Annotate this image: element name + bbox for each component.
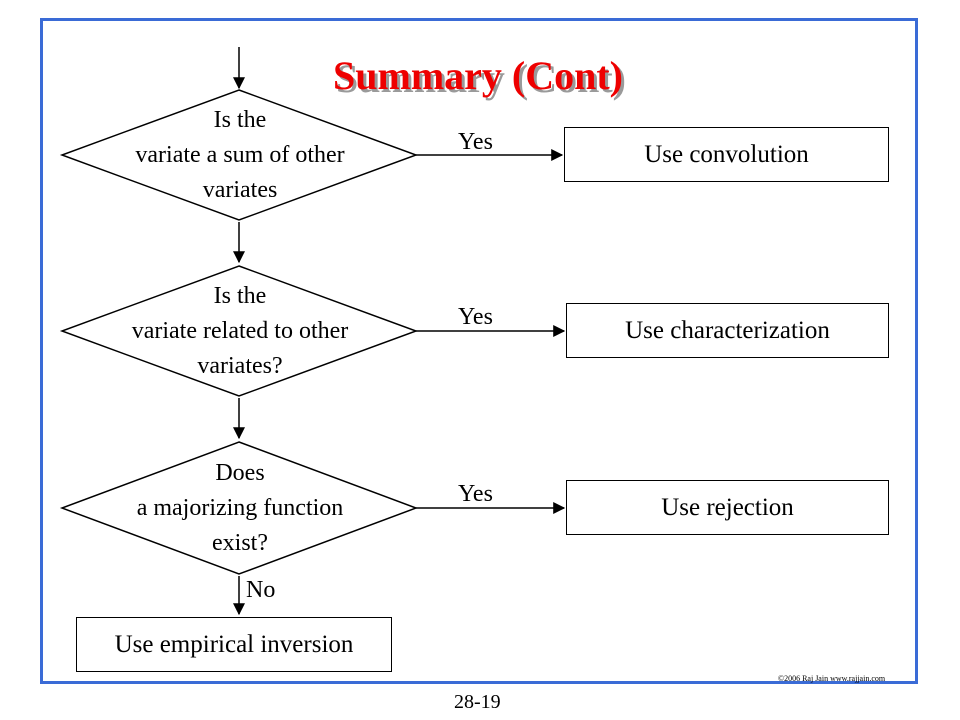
decision-text-1: Is the variate a sum of other variates <box>80 103 400 208</box>
decision-text-2: Is the variate related to other variates… <box>80 279 400 384</box>
decision-2-line-2: variate related to other <box>131 318 349 344</box>
decision-1-line-1: Is the <box>213 107 267 133</box>
decision-1-line-3: variates <box>202 177 278 203</box>
decision-text-3: Does a majorizing function exist? <box>80 456 400 561</box>
copyright-notice: ©2006 Raj Jain www.rajjain.com <box>778 674 886 683</box>
page-number: 28-19 <box>454 691 501 713</box>
decision-3-line-3: exist? <box>212 530 268 556</box>
slide-title: Summary (Cont) <box>333 53 623 98</box>
decision-3-line-1: Does <box>215 460 265 486</box>
decision-1-line-2: variate a sum of other <box>135 142 345 168</box>
slide-frame <box>40 18 918 684</box>
action-box-convolution: Use convolution <box>564 127 889 182</box>
yes-label-1: Yes <box>458 129 493 155</box>
yes-label-3: Yes <box>458 481 493 507</box>
decision-2-line-1: Is the <box>213 283 267 309</box>
no-label: No <box>246 577 276 603</box>
action-box-characterization: Use characterization <box>566 303 889 358</box>
decision-3-line-2: a majorizing function <box>136 495 344 521</box>
action-box-rejection: Use rejection <box>566 480 889 535</box>
decision-diamond-2 <box>59 265 419 397</box>
action-box-empirical-inversion: Use empirical inversion <box>76 617 392 672</box>
decision-2-line-3: variates? <box>197 353 283 379</box>
decision-diamond-3 <box>59 441 419 575</box>
yes-label-2: Yes <box>458 304 493 330</box>
decision-diamond-1 <box>59 89 419 221</box>
